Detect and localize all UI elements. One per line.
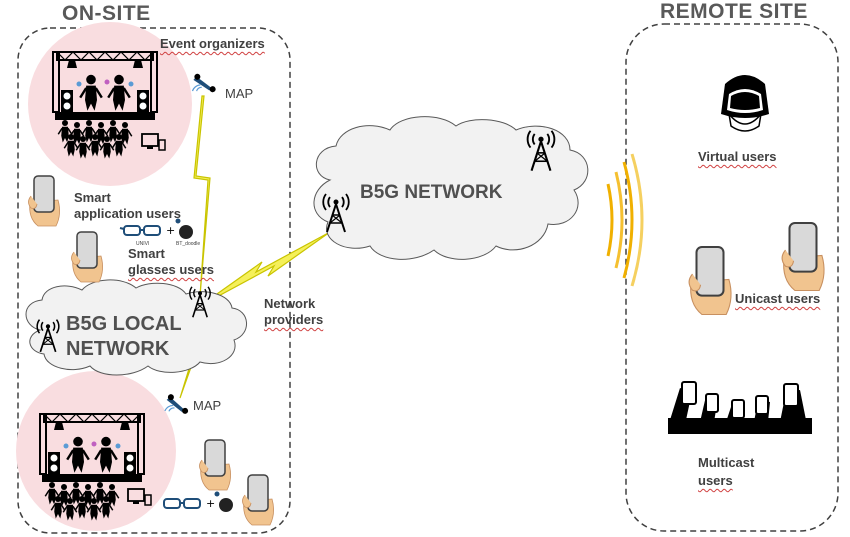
smart-glasses-phone-icon [70, 231, 104, 283]
smart-glasses-line-1: Smart [128, 246, 165, 261]
smart-glasses-icon-bottom: + [163, 491, 233, 512]
network-providers-label: Network providers [264, 296, 323, 328]
remote-container [625, 23, 839, 532]
map-label-bottom: MAP [193, 398, 222, 413]
multicast-line-2: users [698, 472, 754, 490]
bottom-phone-icon-1 [198, 439, 232, 491]
local-network-cloud [25, 279, 247, 376]
smart-glasses-line-2: glasses users [128, 262, 214, 278]
unicast-phone-icon-2 [781, 221, 826, 292]
unicast-users-label: Unicast users [735, 291, 820, 306]
map-label-top: MAP [225, 86, 254, 101]
network-providers-line-2: providers [264, 312, 323, 328]
smart-app-phone-icon [27, 175, 61, 227]
svg-text:+: + [206, 497, 215, 510]
onsite-container [17, 27, 291, 534]
smart-glasses-icon-top: + [119, 218, 193, 239]
multicast-crowd-icon [668, 381, 812, 434]
b5g-network-cloud [313, 116, 589, 260]
multicast-users-label: Multicast users [698, 454, 754, 490]
svg-text:+: + [166, 224, 175, 237]
bottom-phone-icon-2 [241, 474, 275, 526]
onsite-title: ON-SITE [62, 2, 151, 25]
unicast-users-text: Unicast users [735, 291, 821, 306]
multicast-line-1: Multicast [698, 455, 755, 470]
b5g-local-network-label: B5G LOCAL NETWORK [66, 312, 182, 362]
network-providers-line-2-text: providers [264, 312, 324, 327]
smart-glasses-line-2-text: glasses users [128, 262, 215, 277]
b5g-local-line-1: B5G LOCAL [66, 313, 182, 335]
smart-app-line-2: application users [74, 206, 181, 221]
vr-headset-icon [721, 75, 769, 132]
network-providers-line-1: Network [264, 296, 316, 311]
lightning-drone-to-local [193, 95, 211, 297]
unicast-phone-icon-1 [688, 245, 733, 316]
event-organizers-text: Event organizers [160, 36, 265, 51]
virtual-users-text: Virtual users [698, 149, 777, 164]
broadcast-waves-icon [606, 153, 644, 287]
glasses-caption-b: BT_doodle [176, 241, 200, 247]
drone-icon-top [189, 72, 220, 98]
computer-icon-bottom [127, 488, 152, 506]
glasses-caption-a: UNIVI [136, 241, 149, 247]
multicast-line-2-text: users [698, 473, 733, 488]
virtual-users-label: Virtual users [698, 149, 777, 164]
computer-icon-top [141, 133, 166, 151]
b5g-local-line-2: NETWORK [66, 338, 170, 360]
smart-glasses-users-label: Smart glasses users [128, 246, 214, 278]
smart-app-line-1: Smart [74, 190, 111, 205]
b5g-network-label: B5G NETWORK [360, 182, 503, 203]
smart-application-users-label: Smart application users [74, 190, 181, 222]
remote-site-title: REMOTE SITE [660, 0, 808, 23]
event-organizers-label: Event organizers [160, 36, 265, 51]
